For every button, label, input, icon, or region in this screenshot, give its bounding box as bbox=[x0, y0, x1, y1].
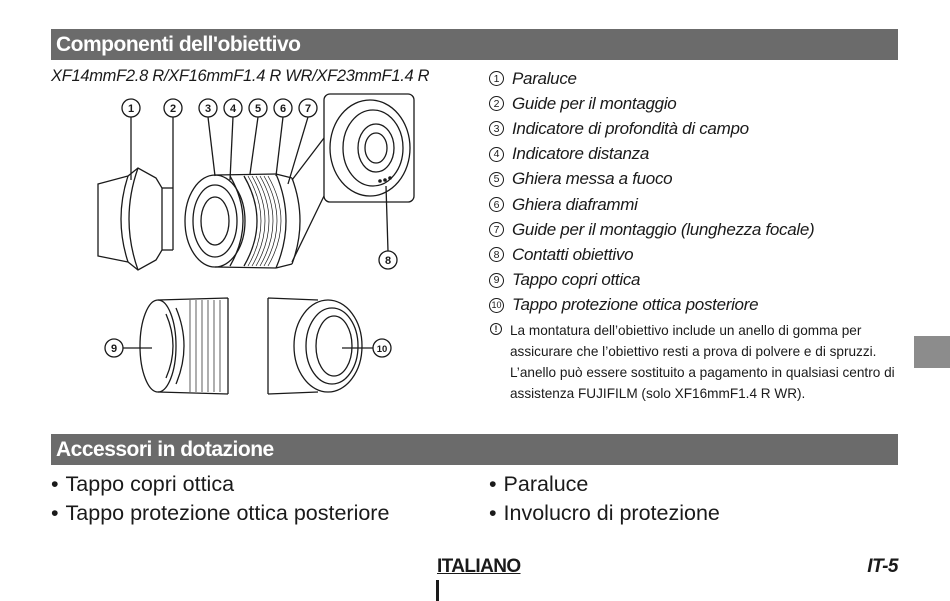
callout-text-7: 7 bbox=[305, 103, 311, 115]
list-item: 5 Ghiera messa a fuoco bbox=[489, 167, 814, 192]
list-item: 10 Tappo protezione ottica posteriore bbox=[489, 293, 814, 318]
list-item: Involucro di protezione bbox=[489, 499, 720, 528]
part-label: Guide per il montaggio (lunghezza focale… bbox=[512, 219, 815, 239]
callout-text-3: 3 bbox=[205, 103, 211, 115]
list-item: 7 Guide per il montaggio (lunghezza focal… bbox=[489, 217, 815, 242]
footer-divider bbox=[436, 580, 439, 601]
lens-diagram: ① 1 2 3 4 5 6 7 8 9 10 bbox=[97, 93, 415, 395]
chapter-tab bbox=[914, 336, 950, 368]
list-item: Tappo protezione ottica posteriore bbox=[51, 499, 390, 528]
list-item: 8 Contatti obiettivo bbox=[489, 242, 814, 267]
section-title-components: Componenti dell'obiettivo bbox=[51, 29, 898, 60]
callout-text-8: 8 bbox=[385, 255, 391, 267]
number-badge: 3 bbox=[489, 121, 504, 137]
callout-text-9: 9 bbox=[111, 343, 117, 355]
list-item: 1 Paraluce bbox=[489, 66, 814, 91]
list-item: 9 Tappo copri ottica bbox=[489, 268, 814, 293]
callout-3 bbox=[198, 98, 218, 118]
number-badge: 2 bbox=[489, 96, 504, 112]
part-label: Ghiera messa a fuoco bbox=[512, 169, 673, 189]
callout-text-10: 10 bbox=[377, 344, 388, 355]
callout-text-4: 4 bbox=[230, 103, 237, 115]
number-badge: 10 bbox=[489, 297, 504, 313]
section-title-text: Componenti dell'obiettivo bbox=[56, 33, 301, 56]
number-badge: 1 bbox=[489, 71, 504, 87]
number-badge: 7 bbox=[489, 222, 504, 238]
list-item: Paraluce bbox=[489, 470, 720, 499]
callout-text-6: 6 bbox=[280, 103, 286, 115]
list-item: 6 Ghiera diaframmi bbox=[489, 192, 814, 217]
number-badge: 4 bbox=[489, 146, 504, 162]
list-item: 3 Indicatore di profondità di campo bbox=[489, 116, 814, 141]
number-badge: 6 bbox=[489, 197, 504, 213]
list-item: Tappo copri ottica bbox=[51, 470, 389, 499]
lens-hood-shape bbox=[97, 167, 163, 271]
list-item: 4 Indicatore distanza bbox=[489, 142, 814, 167]
caution-text: La montatura dell’obiettivo include un a… bbox=[510, 323, 895, 401]
part-label: Tappo protezione ottica posteriore bbox=[512, 295, 759, 315]
part-label: Indicatore distanza bbox=[512, 144, 649, 164]
number-badge: 9 bbox=[489, 272, 504, 288]
number-badge: 8 bbox=[489, 247, 504, 263]
accessories-list-right: Paraluce Involucro di protezione bbox=[489, 470, 720, 527]
part-label: Guide per il montaggio bbox=[512, 93, 677, 113]
lens-models: XF14mmF2.8 R/XF16mmF1.4 R WR/XF23mmF1.4 … bbox=[51, 67, 430, 85]
accessories-list-left: Tappo copri ottica Tappo protezione otti… bbox=[51, 470, 390, 528]
rear-mount-inset bbox=[323, 93, 415, 203]
callout-text-5: 5 bbox=[255, 103, 261, 115]
callout-text-1: 1 bbox=[128, 103, 134, 115]
footer-language: ITALIANO bbox=[437, 556, 521, 577]
caution-note: ! La montatura dell’obiettivo include un… bbox=[490, 320, 900, 404]
section-title-text: Accessori in dotazione bbox=[56, 438, 274, 461]
part-label: Contatti obiettivo bbox=[512, 244, 634, 264]
part-label: Paraluce bbox=[512, 68, 577, 88]
number-badge: 5 bbox=[489, 171, 504, 187]
caution-icon: ! bbox=[490, 323, 502, 335]
section-title-accessories: Accessori in dotazione bbox=[51, 434, 898, 465]
list-item: 2 Guide per il montaggio bbox=[489, 91, 814, 116]
callout-text-2: 2 bbox=[170, 103, 176, 115]
part-label: Tappo copri ottica bbox=[512, 270, 641, 290]
page-number: IT-5 bbox=[867, 556, 898, 577]
part-label: Indicatore di profondità di campo bbox=[512, 118, 749, 138]
part-label: Ghiera diaframmi bbox=[512, 194, 638, 214]
